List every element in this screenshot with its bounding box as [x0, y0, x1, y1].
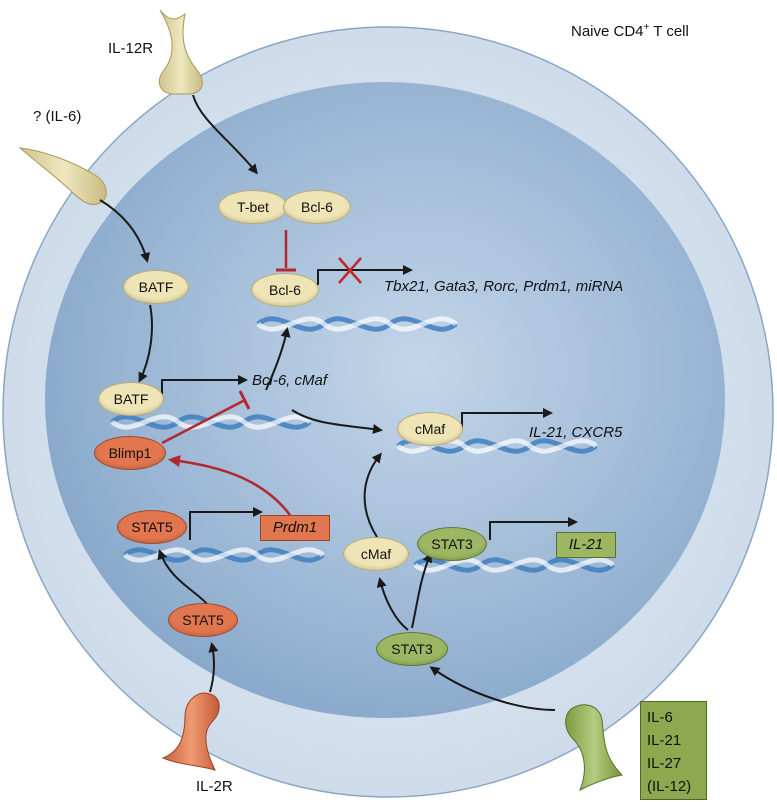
batf-target-genes: Bcl-6, cMaf [252, 372, 328, 389]
arrow-batf-transcription [161, 375, 248, 395]
cell-label: Naive CD4+ T cell [571, 22, 689, 40]
arrow-cmaf-lower-to-cmaf [363, 452, 382, 538]
arrow-bcl6-transcription [317, 265, 413, 285]
arrow-to-cmaf [291, 409, 383, 434]
il6-receptor [18, 147, 107, 205]
arrow-il12r-to-complex [192, 94, 258, 175]
inhibit-bar-blimp1 [238, 390, 251, 410]
il2r-label: IL-2R [196, 778, 233, 795]
arrow-prdm1-to-blimp1 [168, 455, 291, 516]
arrow-receptor-to-stat3 [429, 666, 556, 711]
tbet-protein: T-bet [218, 190, 288, 224]
il21-gene-box: IL-21 [556, 532, 616, 558]
cytokine-item: IL-21 [647, 732, 682, 749]
bcl6-complex-protein: Bcl-6 [283, 190, 351, 224]
batf-dna-protein: BATF [98, 382, 164, 416]
arrow-batf-to-bcl6 [265, 327, 291, 391]
il6-il21-receptor [565, 704, 624, 792]
arrow-stat5-transcription [189, 507, 263, 540]
cytokine-list-box: IL-6 IL-21 IL-27 (IL-12) [640, 701, 707, 800]
arrow-stat5-to-stat5-dna [157, 549, 209, 606]
arrow-stat3-to-stat3-dna [411, 552, 433, 629]
cytokine-item: (IL-12) [647, 778, 692, 795]
dna-helix-bcl6 [256, 316, 458, 332]
cmaf-lower-protein: cMaf [343, 537, 409, 571]
block-x-icon [338, 257, 362, 284]
arrow-stat3-to-cmaf [376, 577, 409, 631]
arrow-stat3-transcription [489, 517, 578, 540]
cytokine-item: IL-27 [647, 755, 682, 772]
dna-helix-stat3 [413, 557, 615, 573]
bcl6-target-genes: Tbx21, Gata3, Rorc, Prdm1, miRNA [384, 278, 624, 295]
dna-helix-batf [110, 414, 312, 430]
dna-helix-cmaf [396, 438, 598, 454]
arrow-il6-to-batf [99, 199, 150, 263]
inhibit-blimp1-to-bcl6 [161, 398, 246, 445]
stat3-lower-protein: STAT3 [376, 632, 448, 666]
bcl6-protein: Bcl-6 [251, 273, 319, 307]
cytokine-item: IL-6 [647, 709, 673, 726]
il12r-receptor [158, 9, 203, 95]
prdm1-gene-box: Prdm1 [260, 515, 330, 541]
arrow-il2r-to-stat5 [208, 642, 219, 693]
cmaf-dna-protein: cMaf [397, 412, 463, 446]
batf-protein: BATF [123, 270, 189, 304]
blimp1-protein: Blimp1 [94, 436, 166, 470]
stat3-dna-protein: STAT3 [417, 527, 487, 561]
stat5-lower-protein: STAT5 [168, 603, 238, 637]
arrow-batf-to-batf-dna [138, 304, 153, 383]
il12r-label: IL-12R [108, 40, 154, 57]
il2r-receptor [161, 692, 220, 771]
cmaf-target-genes: IL-21, CXCR5 [529, 424, 623, 441]
il6-label: ? (IL-6) [33, 108, 82, 125]
stat5-dna-protein: STAT5 [117, 510, 187, 544]
